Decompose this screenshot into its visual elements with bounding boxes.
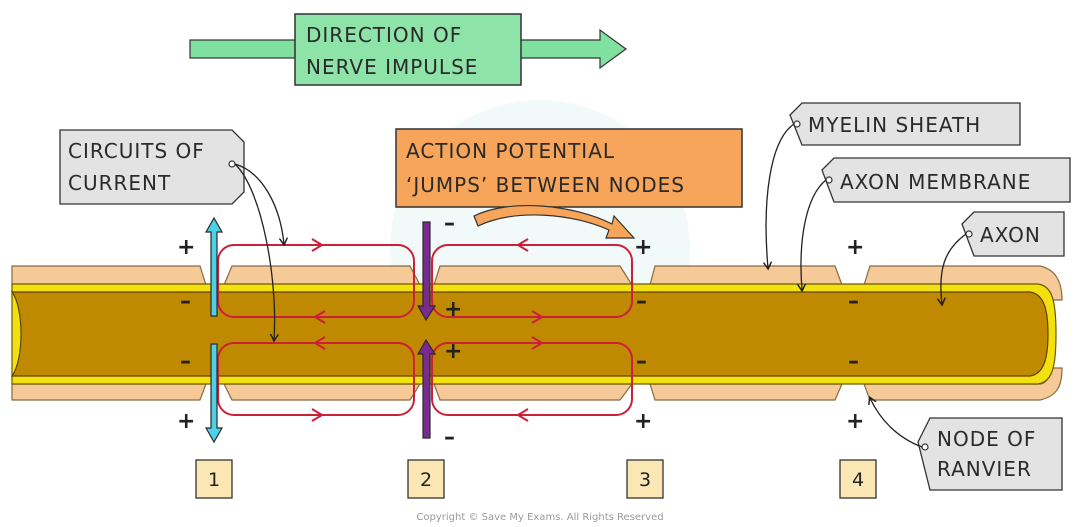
node1-bottom-inner-sign: –: [180, 349, 191, 374]
myelin-sheath-label: MYELIN SHEATH: [808, 113, 981, 137]
node1-top-inner-sign: –: [180, 289, 191, 314]
node4-top-outer-sign: +: [846, 235, 864, 260]
direction-label-box: [294, 13, 522, 86]
node-number-4: 4: [839, 459, 877, 499]
circuits-tag: CIRCUITS OF CURRENT: [59, 129, 245, 205]
node2-bottom-inner-sign: +: [444, 339, 462, 364]
node4-top-inner-sign: –: [848, 289, 859, 314]
svg-text:3: 3: [639, 469, 651, 491]
charge-signs: + – – + – + + – + – – + + – – +: [177, 211, 864, 450]
action-potential-label: ACTION POTENTIAL ‘JUMPS’ BETWEEN NODES: [395, 128, 743, 208]
action-potential-line2: ‘JUMPS’ BETWEEN NODES: [406, 173, 685, 197]
svg-text:2: 2: [420, 469, 432, 491]
axon-label: AXON: [980, 223, 1041, 247]
node4-bottom-outer-sign: +: [846, 409, 864, 434]
circuits-line2: CURRENT: [68, 171, 171, 195]
direction-label-line1: DIRECTION OF: [306, 23, 462, 47]
node3-bottom-outer-sign: +: [634, 409, 652, 434]
node-of-ranvier-line1: NODE OF: [937, 427, 1036, 451]
node-number-3: 3: [626, 459, 664, 499]
node-number-1: 1: [195, 459, 233, 499]
jump-arrow: [473, 204, 636, 239]
circuits-line1: CIRCUITS OF: [68, 139, 205, 163]
svg-text:1: 1: [208, 469, 220, 491]
node3-bottom-inner-sign: –: [636, 349, 647, 374]
node-of-ranvier-line2: RANVIER: [937, 457, 1032, 481]
axon-membrane-tag: AXON MEMBRANE: [821, 157, 1071, 203]
myelin-sheath-tag: MYELIN SHEATH: [789, 102, 1021, 146]
axon-tag: AXON: [961, 211, 1065, 257]
node2-top-outer-sign: –: [444, 211, 455, 236]
axon-core: [10, 291, 1049, 377]
svg-text:4: 4: [852, 469, 864, 491]
current-circuits: [217, 238, 633, 422]
node-2-arrows: [416, 221, 437, 439]
copyright-notice: Copyright © Save My Exams. All Rights Re…: [416, 512, 663, 523]
node4-bottom-inner-sign: –: [848, 349, 859, 374]
node-number-2: 2: [407, 459, 445, 499]
axon: [10, 265, 1063, 401]
node-numbers: 1 2 3 4: [195, 459, 877, 499]
node-1-arrows: [204, 216, 224, 444]
node2-bottom-outer-sign: –: [444, 425, 455, 450]
node3-top-outer-sign: +: [634, 235, 652, 260]
direction-arrow: DIRECTION OF NERVE IMPULSE: [189, 13, 628, 86]
node2-top-inner-sign: +: [444, 297, 462, 322]
node3-top-inner-sign: –: [636, 289, 647, 314]
node-of-ranvier-tag: NODE OF RANVIER: [917, 417, 1063, 491]
action-potential-line1: ACTION POTENTIAL: [406, 139, 615, 163]
axon-membrane-label: AXON MEMBRANE: [840, 170, 1031, 194]
node1-top-outer-sign: +: [177, 235, 195, 260]
node1-bottom-outer-sign: +: [177, 409, 195, 434]
direction-label-line2: NERVE IMPULSE: [306, 55, 478, 79]
myelin-sheath: [11, 265, 1063, 401]
